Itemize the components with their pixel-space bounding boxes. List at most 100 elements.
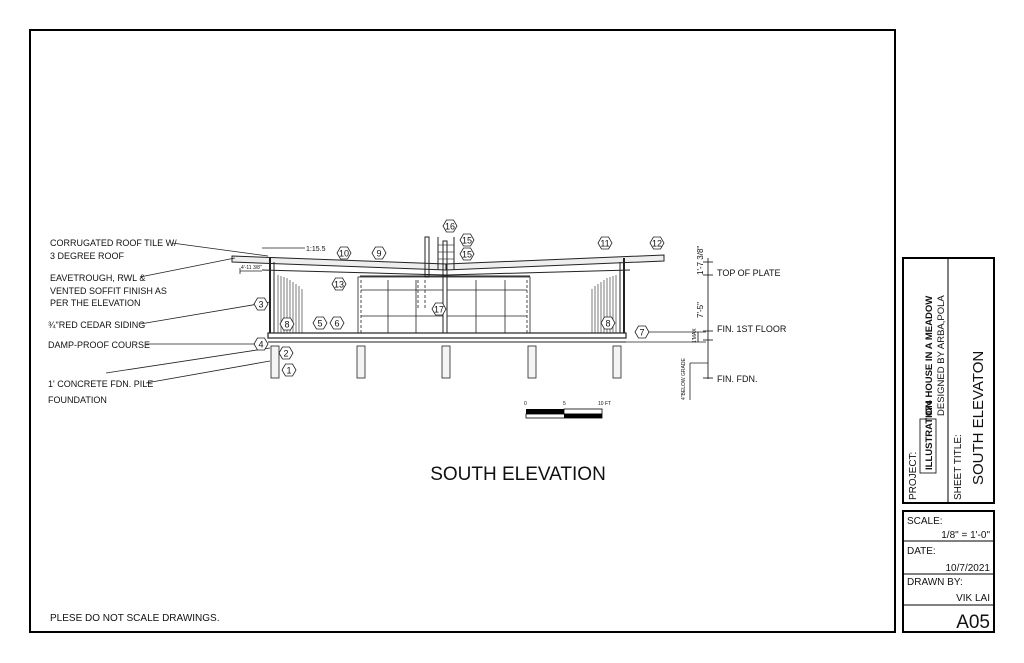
- hexagon-icon: [600, 316, 616, 330]
- hexagon-icon: [329, 316, 345, 330]
- callout-number: 10: [339, 249, 349, 259]
- callout-tag: 8: [279, 317, 295, 331]
- drawn-by-label: DRAWN BY:: [907, 577, 963, 588]
- hexagon-icon: [597, 236, 613, 250]
- date-value: 10/7/2021: [946, 563, 991, 574]
- dim-upper: 1'-7 3/8": [696, 246, 705, 275]
- callout-tag: 2: [278, 346, 294, 360]
- floor-deck: [267, 332, 627, 339]
- drawn-by-value: VIK LAI: [956, 593, 990, 604]
- project-tag: ILLUSTRATION: [924, 401, 935, 470]
- callout-tag: 15: [459, 233, 475, 247]
- callout-number: 8: [284, 320, 289, 330]
- footer-note: PLESE DO NOT SCALE DRAWINGS.: [50, 613, 219, 624]
- callout-number: 7: [639, 328, 644, 338]
- callout-tag: 9: [371, 246, 387, 260]
- hexagon-icon: [459, 247, 475, 261]
- level-top-of-plate: TOP OF PLATE: [717, 268, 781, 278]
- roof-right: [445, 254, 665, 271]
- level-first-floor: FIN. 1ST FLOOR: [717, 324, 787, 334]
- callout-number: 1: [286, 366, 291, 376]
- callout-tag: 5: [312, 316, 328, 330]
- scale-value: 1/8" = 1'-0": [941, 530, 990, 541]
- callout-number: 15: [462, 236, 472, 246]
- hexagon-icon: [253, 297, 269, 311]
- callout-tag: 11: [597, 236, 613, 250]
- scale-label: SCALE:: [907, 516, 943, 527]
- south-elevation-drawing: [105, 236, 713, 400]
- roof-slope-label: 1:15.5: [306, 246, 326, 253]
- callout-tag: 16: [442, 219, 458, 233]
- callout-tag: 7: [634, 325, 650, 339]
- callout-tag: 10: [336, 246, 352, 260]
- callout-tag: 17: [431, 302, 447, 316]
- note-roof: 3 DEGREE ROOF: [50, 251, 125, 261]
- callout-tag: 15: [459, 247, 475, 261]
- callout-number: 4: [258, 340, 263, 350]
- note-eave: VENTED SOFFIT FINISH AS: [50, 286, 167, 296]
- sheet-number: A05: [956, 612, 990, 633]
- hexagon-icon: [649, 236, 665, 250]
- project-label: PROJECT:: [908, 452, 919, 500]
- hexagon-icon: [331, 277, 347, 291]
- callout-tag: 13: [331, 277, 347, 291]
- sheet-title-label: SHEET TITLE:: [953, 434, 964, 500]
- callout-number: 11: [600, 239, 609, 249]
- hexagon-icon: [371, 246, 387, 260]
- note-siding: ¾"RED CEDAR SIDING: [48, 320, 145, 330]
- date-label: DATE:: [907, 546, 936, 557]
- below-grade-label: 4"BELOW GRADE: [681, 358, 687, 400]
- designer: DESIGNED BY ARBA,POLA: [936, 295, 947, 416]
- hexagon-icon: [459, 233, 475, 247]
- note-eave: EAVETROUGH, RWL &: [50, 273, 145, 283]
- callout-tag: 1: [281, 363, 297, 377]
- hexagon-icon: [336, 246, 352, 260]
- note-foundation: FOUNDATION: [48, 395, 107, 405]
- sheet-title: SOUTH ELEVATON: [970, 351, 987, 485]
- callout-number: 12: [652, 239, 662, 249]
- callout-tag: 6: [329, 316, 345, 330]
- callout-number: 9: [376, 249, 381, 259]
- callout-number: 6: [334, 319, 339, 329]
- hexagon-icon: [312, 316, 328, 330]
- callout-number: 5: [317, 319, 322, 329]
- scale-tick: 5: [563, 401, 566, 407]
- note-foundation: 1' CONCRETE FDN. PILE: [48, 379, 153, 389]
- leader-lines: [105, 242, 708, 400]
- note-roof: CORRUGATED ROOF TILE W/: [50, 238, 177, 248]
- callout-tag: 3: [253, 297, 269, 311]
- callout-number: 8: [605, 319, 610, 329]
- graphic-scale-bar: 0 5 10 FT: [524, 401, 611, 419]
- overhang-dim: 4'-11 3/8": [241, 265, 262, 271]
- callout-number: 16: [445, 222, 455, 232]
- callout-tag: 12: [649, 236, 665, 250]
- hexagon-icon: [281, 363, 297, 377]
- chimney: [424, 236, 430, 278]
- hexagon-icon: [431, 302, 447, 316]
- hexagon-icon: [442, 219, 458, 233]
- dim-wall: 7'-5": [696, 302, 705, 318]
- scale-tick: 10 FT: [598, 401, 611, 407]
- drawing-title: SOUTH ELEVATION: [430, 464, 606, 485]
- callout-number: 2: [283, 349, 288, 359]
- callout-tag: 4: [253, 337, 269, 351]
- title-block-project: PROJECT: ILLUSTRATION 074 HOUSE IN A MEA…: [902, 257, 995, 504]
- sheet-border: [29, 29, 896, 633]
- hexagon-icon: [278, 346, 294, 360]
- hexagon-icon: [634, 325, 650, 339]
- callout-number: 13: [334, 280, 344, 290]
- callout-number: 3: [258, 300, 263, 310]
- callout-tag: 8: [600, 316, 616, 330]
- hexagon-icon: [253, 337, 269, 351]
- dim-floor: 1'MAX: [692, 328, 698, 343]
- height-dimensions: [697, 258, 713, 379]
- level-foundation: FIN. FDN.: [717, 374, 758, 384]
- concrete-piles: [270, 345, 622, 379]
- note-eave: PER THE ELEVATION: [50, 298, 141, 308]
- callout-number: 15: [462, 250, 472, 260]
- scale-tick: 0: [524, 401, 527, 407]
- callout-number: 17: [434, 305, 444, 315]
- project-name: 074 HOUSE IN A MEADOW: [924, 296, 935, 416]
